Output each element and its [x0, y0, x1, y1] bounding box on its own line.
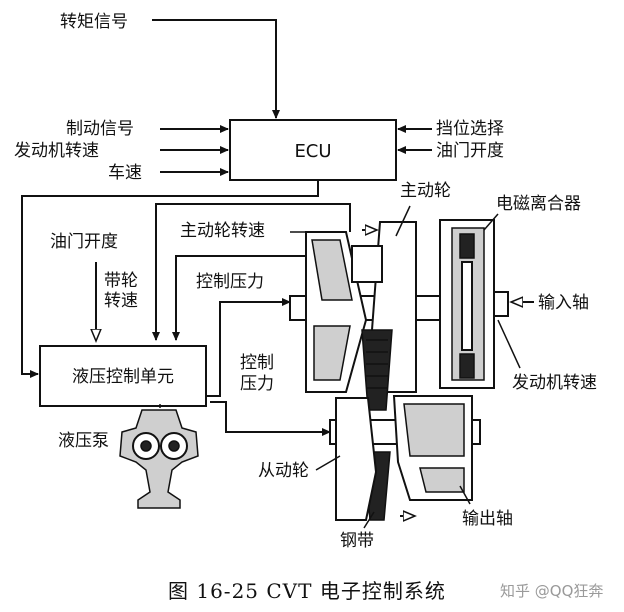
hydraulic-pump-label: 液压泵 [58, 431, 109, 451]
input-shaft-label: 输入轴 [538, 293, 589, 313]
control-pressure-top-label: 控制压力 [196, 272, 264, 292]
ecu-to-hydraulic-line [21, 180, 319, 378]
output-shaft-pointer [459, 485, 471, 505]
hydraulic-unit-label: 液压控制单元 [72, 367, 174, 387]
em-clutch-pointer [483, 213, 499, 231]
steel-belt-label: 钢带 [340, 531, 374, 551]
em-clutch [439, 219, 495, 389]
torque-signal-label: 转矩信号 [60, 12, 128, 32]
steel-belt-pointer [363, 511, 375, 529]
ecu-label: ECU [294, 141, 331, 162]
engine-speed-in-label: 发动机转速 [14, 141, 99, 161]
control-pressure-mid-label-2: 压力 [240, 374, 274, 394]
gear-select-label: 挡位选择 [436, 119, 504, 139]
drive-pulley-speed-line [152, 203, 351, 341]
watermark: 知乎 @QQ狂奔 [500, 582, 603, 600]
input-shaft [493, 291, 509, 317]
ecu-box [229, 119, 397, 181]
engine-speed-out-label: 发动机转速 [512, 373, 597, 393]
brake-signal-label: 制动信号 [66, 119, 134, 139]
drive-pulley-label: 主动轮 [400, 181, 451, 201]
throttle-top-label: 油门开度 [436, 141, 504, 161]
control-pressure-to-drive-line [206, 298, 291, 397]
engine-speed-out-pointer [497, 319, 521, 369]
belt-speed-label-2: 转速 [104, 291, 138, 311]
drive-pulley-speed-label: 主动轮转速 [180, 221, 265, 241]
output-shaft-label: 输出轴 [462, 509, 513, 529]
vehicle-speed-label: 车速 [108, 163, 142, 183]
drive-pulley-pointer [395, 205, 411, 237]
driven-pulley-label: 从动轮 [258, 461, 309, 481]
torque-signal-line [152, 19, 280, 119]
em-clutch-label: 电磁离合器 [496, 194, 581, 214]
figure-caption: 图 16-25 CVT 电子控制系统 [168, 579, 446, 603]
throttle-left-label: 油门开度 [50, 232, 118, 252]
hydraulic-pump [119, 404, 199, 509]
belt-speed-label-1: 带轮 [104, 271, 138, 291]
driven-pulley-pointer [315, 455, 341, 471]
hydraulic-unit-box [39, 345, 207, 407]
control-pressure-to-driven-line [210, 401, 331, 436]
control-pressure-mid-label-1: 控制 [240, 353, 274, 373]
driven-pulley [329, 395, 481, 521]
